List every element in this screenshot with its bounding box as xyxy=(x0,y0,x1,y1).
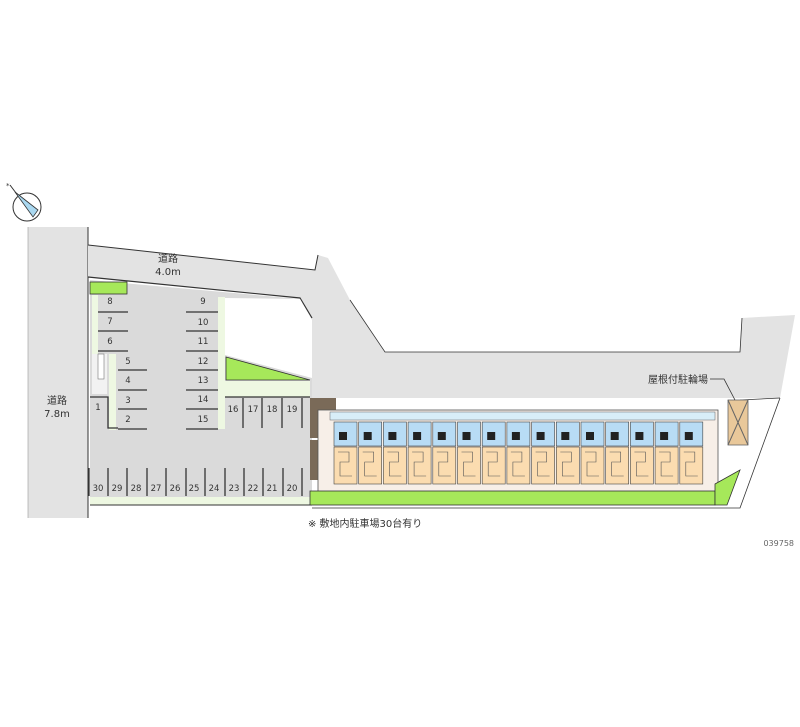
apartment-unit xyxy=(333,421,358,485)
apartment-unit xyxy=(605,421,630,485)
apartment-unit xyxy=(358,421,383,485)
parking-note: ※ 敷地内駐車場30台有り xyxy=(308,517,422,530)
parking-spot-21: 21 xyxy=(267,484,278,494)
green-area xyxy=(225,356,311,381)
parking-spot-13: 13 xyxy=(198,376,209,386)
parking-spot-6: 6 xyxy=(107,337,112,347)
apartment-unit xyxy=(580,421,605,485)
stall-line xyxy=(90,396,118,429)
parking-spot-15: 15 xyxy=(198,415,209,425)
svg-text:*: * xyxy=(6,182,10,190)
parking-spot-19: 19 xyxy=(287,405,298,415)
parking-spot-20: 20 xyxy=(287,484,298,494)
covered-bike-parking xyxy=(727,399,749,446)
apartment-unit xyxy=(630,421,654,485)
parking-spot-7: 7 xyxy=(107,317,112,327)
apartment-unit xyxy=(506,421,531,485)
parking-spot-23: 23 xyxy=(229,484,240,494)
parking-spot-1: 1 xyxy=(95,403,100,413)
parking-spot-27: 27 xyxy=(151,484,162,494)
top-road xyxy=(88,245,795,398)
north-compass-icon: * xyxy=(6,182,42,222)
parking-spot-2: 2 xyxy=(125,415,130,425)
green-strip xyxy=(309,490,716,506)
apartment-unit xyxy=(407,421,432,485)
parking-spot-14: 14 xyxy=(198,395,209,405)
apartment-units xyxy=(333,421,704,485)
parking-spot-28: 28 xyxy=(131,484,142,494)
apartment-unit xyxy=(457,421,481,485)
apartment-unit xyxy=(531,421,555,485)
apartment-unit xyxy=(555,421,580,485)
parking-spot-17: 17 xyxy=(248,405,259,415)
apartment-unit xyxy=(481,421,506,485)
parking-spot-26: 26 xyxy=(170,484,181,494)
apartment-unit xyxy=(679,421,704,485)
parking-spot-8: 8 xyxy=(107,297,112,307)
apartment-unit xyxy=(654,421,679,485)
green-area xyxy=(89,281,128,295)
left-road xyxy=(28,227,88,518)
left-road-name: 道路 xyxy=(47,394,67,407)
apartment-unit xyxy=(432,421,457,485)
left-road-width: 7.8m xyxy=(44,409,70,420)
parking-spot-5: 5 xyxy=(125,357,130,367)
apartment-unit xyxy=(383,421,407,485)
parking-spot-18: 18 xyxy=(267,405,278,415)
parking-stall-lines xyxy=(88,311,310,496)
top-road-name: 道路 xyxy=(158,252,178,265)
property-code: 039758 xyxy=(763,539,794,548)
parking-spot-4: 4 xyxy=(125,376,130,386)
parking-spot-10: 10 xyxy=(198,318,209,328)
parking-spot-11: 11 xyxy=(198,337,209,347)
parking-spot-25: 25 xyxy=(189,484,200,494)
parking-spot-3: 3 xyxy=(125,396,130,406)
parking-spot-29: 29 xyxy=(112,484,123,494)
top-road-width: 4.0m xyxy=(155,267,181,278)
bike-parking-label: 屋根付駐輪場 xyxy=(648,373,708,386)
parking-spot-30: 30 xyxy=(93,484,104,494)
parking-spot-22: 22 xyxy=(248,484,259,494)
parking-spot-9: 9 xyxy=(200,297,205,307)
parking-spot-16: 16 xyxy=(228,405,239,415)
parking-spot-12: 12 xyxy=(198,357,209,367)
parking-spot-24: 24 xyxy=(209,484,220,494)
